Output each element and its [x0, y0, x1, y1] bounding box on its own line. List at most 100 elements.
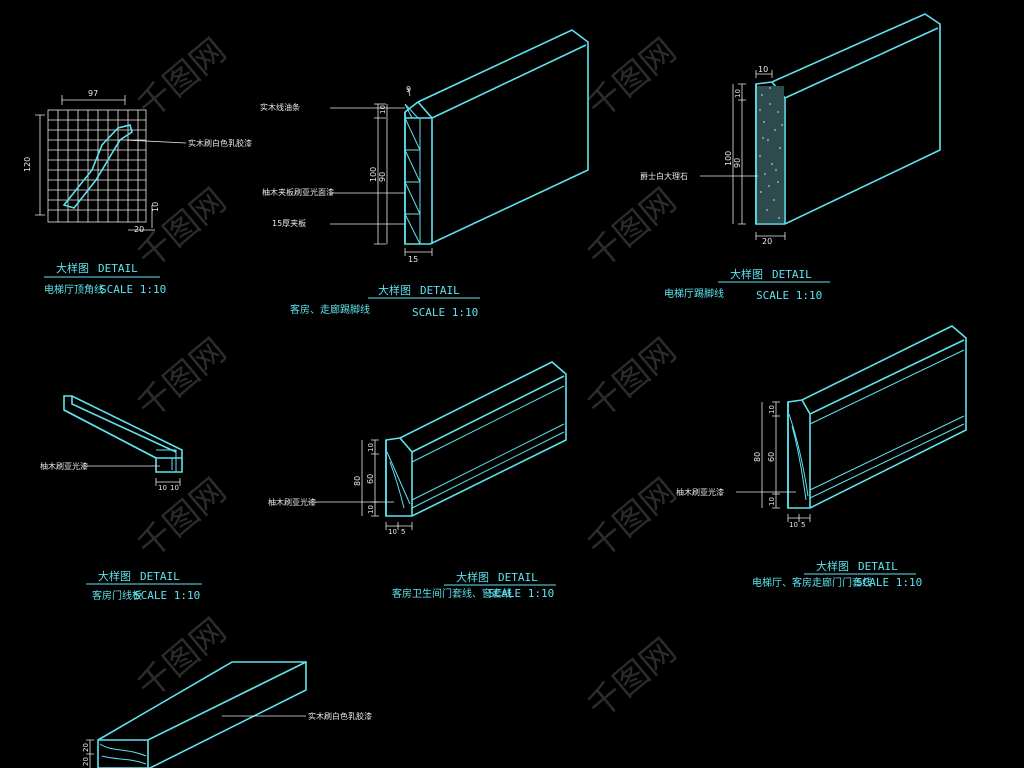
detail-3-stone-fill: [757, 86, 784, 223]
detail-3-dim-3: 100: [724, 151, 733, 166]
detail-3-title-cn: 大样图: [730, 267, 763, 281]
detail-1-scale: SCALE 1:10: [100, 283, 166, 296]
detail-6-scale: SCALE 1:10: [856, 576, 922, 589]
detail-3-title-en: DETAIL: [772, 268, 812, 281]
detail-6-dim-3: 80: [753, 452, 762, 462]
detail-4-door-trim: 10 10 柚木刷亚光漆 大样图 DETAIL 客房门线板 SCALE 1:10: [40, 395, 202, 602]
detail-5-dim-1: 60: [366, 474, 375, 484]
watermark-10: 千图网: [580, 631, 684, 727]
detail-4-title-cn: 大样图: [98, 569, 131, 583]
watermark-2: 千图网: [580, 31, 684, 127]
detail-6-outline: [787, 325, 967, 509]
detail-1-callout-0: 实木刷白色乳胶漆: [188, 138, 252, 148]
detail-6-title-cn: 大样图: [816, 559, 849, 573]
detail-5-edges: [385, 375, 565, 516]
detail-6-dims: [736, 401, 811, 522]
detail-4-section: [156, 449, 177, 472]
detail-6-dim-5: 5: [801, 521, 805, 529]
detail-1-title-cn: 大样图: [56, 261, 89, 275]
detail-3-dims: [700, 70, 786, 240]
detail-6-edges: [787, 339, 965, 508]
detail-6-dim-2: 10: [768, 497, 776, 506]
detail-1-leader: [125, 139, 187, 144]
detail-2-callout-2: 15厚夹板: [272, 218, 306, 228]
detail-6-dim-4: 10: [789, 521, 798, 529]
detail-7-edges: [98, 661, 307, 768]
detail-1-dim-0: 97: [88, 89, 98, 98]
detail-1-dim-2: 10: [151, 202, 160, 212]
detail-5-grooves: [411, 375, 565, 509]
detail-5-subtitle: 客房卫生间门套线、窗套线: [392, 587, 512, 600]
detail-2-dim-0: 9: [406, 85, 411, 94]
detail-7-dims: [86, 739, 94, 768]
detail-4-dim-1: 10: [170, 484, 179, 492]
detail-5-dims: [308, 439, 413, 530]
detail-2-title-en: DETAIL: [420, 284, 460, 297]
detail-4-callout-0: 柚木刷亚光漆: [40, 461, 88, 471]
detail-5-grain: [386, 451, 411, 509]
detail-4-scale: SCALE 1:10: [134, 589, 200, 602]
detail-2-subtitle: 客房、走廊踢脚线: [290, 303, 370, 316]
watermark-7: 千图网: [130, 471, 234, 567]
detail-5-scale: SCALE 1:10: [488, 587, 554, 600]
detail-2-callout-0: 实木线油条: [260, 102, 300, 112]
detail-4-subtitle: 客房门线板: [92, 589, 142, 602]
detail-7-dim-1: 20: [82, 757, 90, 766]
detail-3-subtitle: 电梯厅踢脚线: [664, 287, 724, 300]
detail-5-dim-5: 5: [401, 528, 405, 536]
detail-7-callout-0: 实木刷白色乳胶漆: [308, 711, 372, 721]
detail-5-title-en: DETAIL: [498, 571, 538, 584]
detail-3-dim-4: 20: [762, 237, 772, 246]
detail-5-callout-0: 柚木刷亚光漆: [268, 497, 316, 507]
detail-3-stone-speckle: [759, 87, 783, 219]
detail-3-dim-2: 90: [733, 158, 742, 168]
detail-2-scale: SCALE 1:10: [412, 306, 478, 319]
detail-1-profile: [62, 124, 133, 209]
watermark-5: 千图网: [130, 331, 234, 427]
detail-3-dim-0: 10: [758, 65, 768, 74]
detail-2-plywood: [404, 103, 421, 245]
detail-5-frame-moulding: 10 60 10 80 10 5 柚木刷亚光漆 大样图 DETAIL 客房卫生间…: [268, 361, 567, 600]
detail-6-dim-0: 10: [768, 405, 776, 414]
detail-6-subtitle: 电梯厅、客房走廊门门套线: [752, 576, 872, 589]
detail-1-grid: [35, 95, 155, 231]
detail-2-dim-2: 90: [378, 172, 387, 182]
detail-3-outline: [755, 13, 941, 225]
watermark-6: 千图网: [580, 331, 684, 427]
watermark-9: 千图网: [130, 611, 234, 707]
detail-1-crown-moulding: 97 120 10 20 实木刷白色乳胶漆 大样图 DETAIL 电梯厅顶角线 …: [23, 89, 252, 296]
detail-4-edges: [63, 396, 182, 459]
detail-3-marble-skirting: 10 10 90 100 20 爵士白大理石 大样图 DETAIL 电梯厅踢脚线…: [640, 13, 941, 302]
detail-5-title-cn: 大样图: [456, 570, 489, 584]
detail-7-grain: [99, 743, 147, 765]
detail-5-dim-0: 10: [367, 443, 375, 452]
detail-6-grain: [788, 413, 809, 501]
detail-6-title-en: DETAIL: [858, 560, 898, 573]
detail-2-outline: [404, 29, 589, 245]
detail-3-dim-1: 10: [734, 89, 742, 98]
watermarks: 千图网 千图网 千图网 千图网 千图网 千图网 千图网 千图网 千图网 千图网: [130, 31, 684, 727]
detail-5-outline: [385, 361, 567, 517]
watermark-8: 千图网: [580, 471, 684, 567]
detail-4-dims: [155, 478, 181, 486]
detail-3-scale: SCALE 1:10: [756, 289, 822, 302]
detail-6-dim-1: 60: [767, 452, 776, 462]
detail-6-grooves: [809, 339, 965, 499]
detail-2-edges: [404, 44, 587, 244]
detail-4-dim-0: 10: [158, 484, 167, 492]
detail-2-dim-4: 15: [408, 255, 418, 264]
detail-1-title-en: DETAIL: [98, 262, 138, 275]
detail-3-callout-0: 爵士白大理石: [640, 171, 688, 181]
detail-2-callout-1: 柚木夹板刷亚光面漆: [262, 187, 334, 197]
detail-1-dim-1: 120: [23, 157, 32, 172]
detail-2-dims: [330, 87, 433, 256]
detail-6-callout-0: 柚木刷亚光漆: [676, 487, 724, 497]
detail-5-dim-3: 80: [353, 476, 362, 486]
detail-7-dim-0: 20: [82, 743, 90, 752]
detail-6-corridor-frame: 10 60 10 80 10 5 柚木刷亚光漆 大样图 DETAIL 电梯厅、客…: [676, 325, 967, 589]
detail-2-skirting: 9 10 90 100 15 实木线油条 柚木夹板刷亚光面漆 15厚夹板 大样图…: [260, 29, 589, 319]
detail-7-outline: [97, 661, 307, 768]
watermark-4: 千图网: [580, 181, 684, 277]
